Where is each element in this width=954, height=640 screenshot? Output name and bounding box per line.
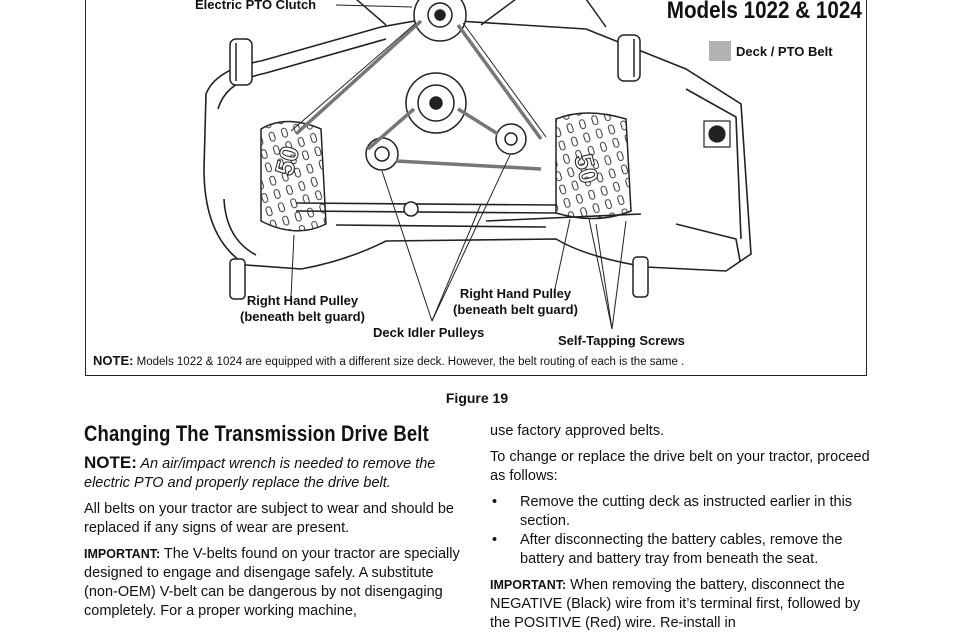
- right-column: use factory approved belts. To change or…: [490, 422, 874, 640]
- callout-line-1: Right Hand Pulley: [246, 293, 359, 308]
- bullet-dot: •: [492, 532, 498, 548]
- bullet-item: • After disconnecting the battery cables…: [490, 531, 874, 569]
- model-title: Models 1022 & 1024: [666, 0, 862, 24]
- figure-note-label: NOTE:: [93, 353, 134, 368]
- callout-leaders: [290, 4, 627, 330]
- deck-housing: [203, 18, 752, 272]
- callout-deck-idler-pulleys: Deck Idler Pulleys: [373, 325, 485, 340]
- legend-swatch: [709, 41, 731, 61]
- callout-line-2: (beneath belt guard): [240, 309, 365, 324]
- bullet-dot: •: [492, 494, 498, 510]
- left-column: Changing The Transmission Drive Belt NOT…: [84, 422, 468, 628]
- figure-note: NOTE: Models 1022 & 1024 are equipped wi…: [93, 353, 684, 368]
- deck-idler-pulleys: [365, 123, 527, 217]
- important-text: The V-belts found on your tractor are sp…: [84, 546, 460, 619]
- continued-paragraph: use factory approved belts.: [490, 423, 665, 439]
- anti-scalp-wheels: [229, 34, 649, 300]
- bullet-text: Remove the cutting deck as instructed ea…: [520, 494, 853, 529]
- callout-line-1: Right Hand Pulley: [459, 286, 572, 301]
- figure-note-text: Models 1022 & 1024 are equipped with a d…: [133, 356, 685, 368]
- brand-badge: [703, 120, 731, 148]
- svg-text:50: 50: [269, 143, 305, 179]
- note-label: NOTE:: [84, 453, 137, 472]
- figure-19-panel: 50 50: [85, 0, 867, 376]
- wear-paragraph: All belts on your tractor are subject to…: [84, 501, 454, 536]
- important-text: When removing the battery, disconnect th…: [490, 577, 861, 631]
- callout-electric-pto-clutch: Electric PTO Clutch: [195, 0, 317, 12]
- legend-label: Deck / PTO Belt: [736, 43, 833, 59]
- callout-self-tapping-screws: Self-Tapping Screws: [558, 333, 685, 348]
- legend: Deck / PTO Belt: [709, 41, 833, 61]
- belt-guard-right: 50: [555, 112, 632, 220]
- callout-right-hand-pulley-right: Right Hand Pulley (beneath belt guard): [453, 286, 578, 318]
- important-paragraph: IMPORTANT: When removing the battery, di…: [490, 576, 874, 633]
- procedure-intro: To change or replace the drive belt on y…: [490, 449, 870, 484]
- figure-caption: Figure 19: [445, 390, 509, 406]
- deck-pto-belt: [294, 19, 543, 171]
- note-text: An air/impact wrench is needed to remove…: [84, 456, 436, 491]
- important-label: IMPORTANT:: [84, 547, 161, 561]
- tractor-frame: [356, 0, 607, 28]
- callout-line-2: (beneath belt guard): [453, 302, 578, 317]
- electric-pto-clutch: [405, 0, 467, 134]
- bullet-text: After disconnecting the battery cables, …: [520, 532, 843, 567]
- deck-belt-routing-diagram: 50 50: [203, 0, 752, 330]
- section-heading: Changing The Transmission Drive Belt: [84, 421, 429, 446]
- important-paragraph: IMPORTANT: The V-belts found on your tra…: [84, 545, 468, 621]
- belt-guard-left: 50: [260, 120, 327, 232]
- callout-right-hand-pulley-left: Right Hand Pulley (beneath belt guard): [240, 293, 365, 325]
- bullet-item: • Remove the cutting deck as instructed …: [490, 493, 874, 531]
- note-paragraph: NOTE: An air/impact wrench is needed to …: [84, 453, 468, 493]
- important-label: IMPORTANT:: [490, 578, 567, 592]
